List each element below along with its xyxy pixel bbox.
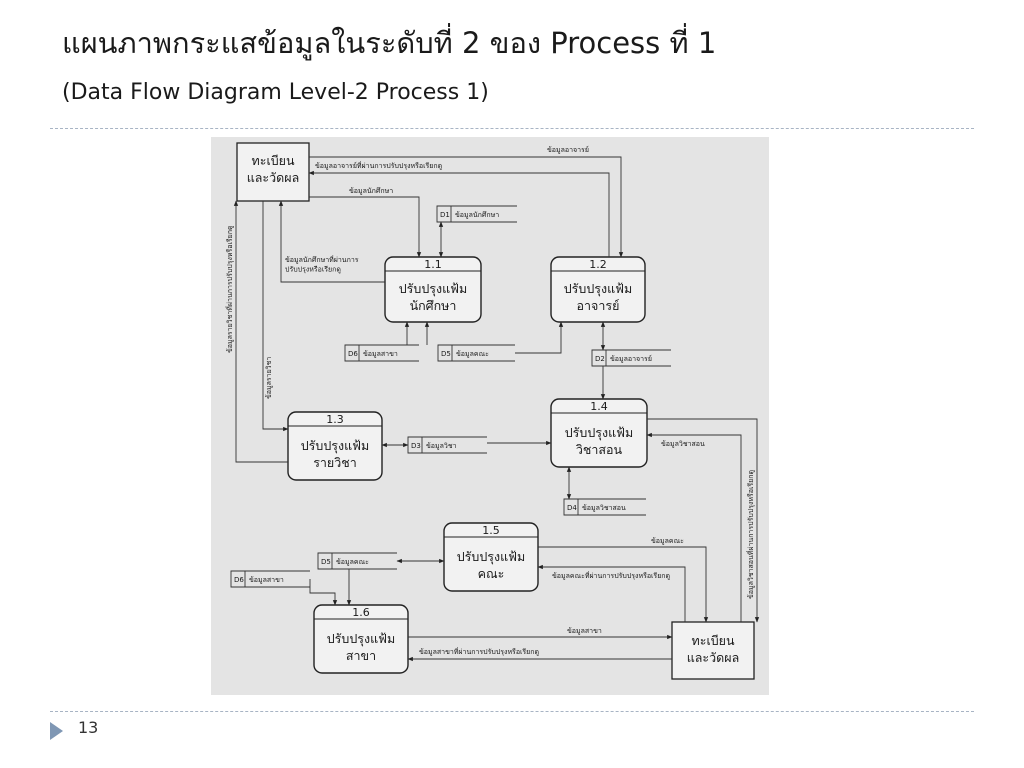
store-d1: D1 ข้อมูลนักศึกษา xyxy=(436,205,517,223)
process-1-5-label: ปรับปรุงแฟ้มคณะ xyxy=(457,549,525,581)
process-1-4-label: ปรับปรุงแฟ้มวิชาสอน xyxy=(565,425,633,457)
flow-faculty-out-label: ข้อมูลคณะที่ผ่านการปรับปรุงหรือเรียกดู xyxy=(552,571,670,580)
entity-registration-top: ทะเบียนและวัดผล xyxy=(236,142,310,202)
process-1-6: 1.6 ปรับปรุงแฟ้มสาขา xyxy=(313,604,409,674)
process-1-3-label: ปรับปรุงแฟ้มรายวิชา xyxy=(301,438,369,470)
flow-teacher-in xyxy=(309,156,624,258)
flow-d6-p16 xyxy=(309,579,338,606)
process-1-1-id: 1.1 xyxy=(424,258,442,271)
process-1-2-id: 1.2 xyxy=(589,258,607,271)
store-d5-bottom-label: ข้อมูลคณะ xyxy=(336,558,369,566)
process-1-1-label: ปรับปรุงแฟ้มนักศึกษา xyxy=(399,281,467,313)
flow-major-out-label: ข้อมูลสาขาที่ผ่านการปรับปรุงหรือเรียกดู xyxy=(419,647,539,656)
store-d1-id: D1 xyxy=(440,211,450,219)
bottom-divider xyxy=(50,711,974,712)
flow-faculty-in-label: ข้อมูลคณะ xyxy=(651,537,684,545)
store-d4-id: D4 xyxy=(567,504,577,512)
store-d2-id: D2 xyxy=(595,355,605,363)
store-d5-top-label: ข้อมูลคณะ xyxy=(456,350,489,358)
footer-triangle-icon xyxy=(50,722,63,740)
page-number: 13 xyxy=(78,718,99,737)
store-d6-bottom-id: D6 xyxy=(234,576,244,584)
flow-subject-in-label: ข้อมูลรายวิชา xyxy=(265,357,273,399)
process-1-6-label: ปรับปรุงแฟ้มสาขา xyxy=(327,631,395,663)
store-d5-top-id: D5 xyxy=(441,350,451,358)
flow-student-in-label: ข้อมูลนักศึกษา xyxy=(349,186,393,195)
flow-teaching-out-label: ข้อมูลวิชาสอนที่ผ่านการปรับปรุงหรือเรียก… xyxy=(746,470,755,599)
flow-d5-p12 xyxy=(515,321,564,354)
store-d2: D2 ข้อมูลอาจารย์ xyxy=(591,349,671,367)
flow-teaching-in-label: ข้อมูลวิชาสอน xyxy=(661,440,705,448)
top-divider xyxy=(50,128,974,129)
process-1-3: 1.3 ปรับปรุงแฟ้มรายวิชา xyxy=(287,411,383,481)
flow-teaching-out xyxy=(647,418,760,623)
flow-major-in-label: ข้อมูลสาขา xyxy=(567,627,602,635)
entity-bottom-label: ทะเบียนและวัดผล xyxy=(687,633,740,665)
store-d3-label: ข้อมูลวิชา xyxy=(426,442,457,450)
flow-teacher-out-label: ข้อมูลอาจารย์ที่ผ่านการปรับปรุงหรือเรียก… xyxy=(315,161,442,170)
store-d6-top-label: ข้อมูลสาขา xyxy=(363,350,398,358)
slide-title: แผนภาพกระแสข้อมูลในระดับที่ 2 ของ Proces… xyxy=(62,26,717,60)
flow-subject-out xyxy=(233,200,288,463)
store-d6-top-id: D6 xyxy=(348,350,358,358)
process-1-3-id: 1.3 xyxy=(326,413,344,426)
process-1-5: 1.5 ปรับปรุงแฟ้มคณะ xyxy=(443,522,539,592)
process-1-6-id: 1.6 xyxy=(352,606,370,619)
store-d1-label: ข้อมูลนักศึกษา xyxy=(455,210,499,219)
store-d3: D3 ข้อมูลวิชา xyxy=(407,436,487,454)
store-d6-bottom-label: ข้อมูลสาขา xyxy=(249,576,284,584)
process-1-4: 1.4 ปรับปรุงแฟ้มวิชาสอน xyxy=(550,398,648,468)
diagram-canvas: ทะเบียนและวัดผล ทะเบียนและวัดผล 1.1 ปรับ… xyxy=(225,142,760,680)
flow-student-out-label: ข้อมูลนักศึกษาที่ผ่านการปรับปรุงหรือเรีย… xyxy=(285,255,359,273)
flow-teaching-in xyxy=(646,432,742,622)
store-d5-top: D5 ข้อมูลคณะ xyxy=(437,344,515,362)
store-d3-id: D3 xyxy=(411,442,421,450)
process-1-2: 1.2 ปรับปรุงแฟ้มอาจารย์ xyxy=(550,256,646,323)
entity-registration-bottom: ทะเบียนและวัดผล xyxy=(671,621,755,680)
process-1-5-id: 1.5 xyxy=(482,524,500,537)
store-d4-label: ข้อมูลวิชาสอน xyxy=(582,504,626,512)
flow-student-out xyxy=(278,200,385,283)
flow-faculty-out xyxy=(537,564,686,622)
store-d4: D4 ข้อมูลวิชาสอน xyxy=(563,498,646,516)
store-d6-top: D6 ข้อมูลสาขา xyxy=(344,344,419,362)
flow-subject-in xyxy=(262,201,289,432)
store-d2-label: ข้อมูลอาจารย์ xyxy=(610,355,652,363)
store-d5-bottom-id: D5 xyxy=(321,558,331,566)
data-flow-diagram: ทะเบียนและวัดผล ทะเบียนและวัดผล 1.1 ปรับ… xyxy=(211,137,769,695)
flow-teacher-out xyxy=(308,170,610,257)
store-d5-bottom: D5 ข้อมูลคณะ xyxy=(317,552,397,570)
entity-top-label: ทะเบียนและวัดผล xyxy=(247,153,300,185)
flow-teacher-in-label: ข้อมูลอาจารย์ xyxy=(547,146,589,154)
process-1-2-label: ปรับปรุงแฟ้มอาจารย์ xyxy=(564,281,632,313)
flow-student-in xyxy=(309,196,422,258)
flow-faculty-in xyxy=(538,546,709,623)
process-1-4-id: 1.4 xyxy=(590,400,608,413)
flow-subject-out-label: ข้อมูลรายวิชาที่ผ่านการปรับปรุงหรือเรียก… xyxy=(225,225,234,353)
process-1-1: 1.1 ปรับปรุงแฟ้มนักศึกษา xyxy=(384,256,482,323)
store-d6-bottom: D6 ข้อมูลสาขา xyxy=(230,570,310,588)
slide-subtitle: (Data Flow Diagram Level-2 Process 1) xyxy=(62,80,489,105)
